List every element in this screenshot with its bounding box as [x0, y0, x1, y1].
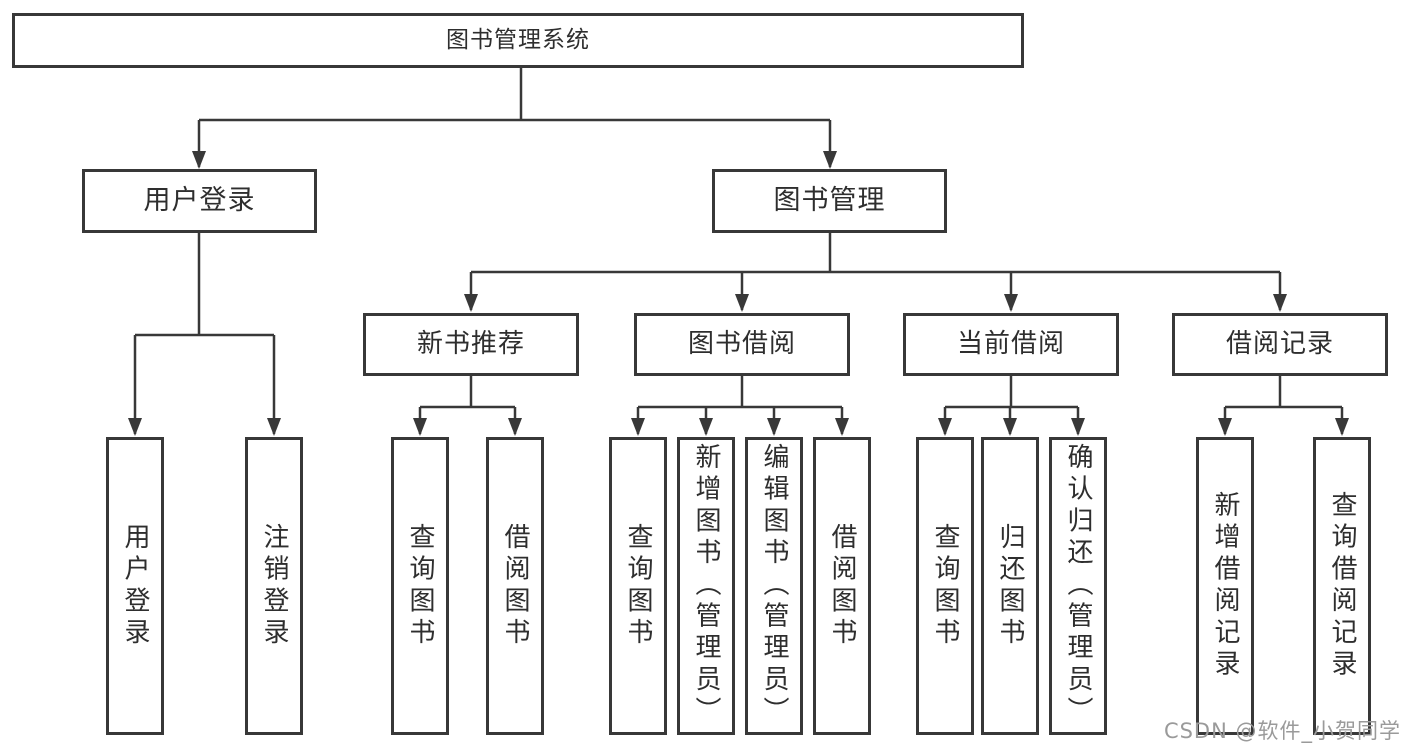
node-user-login-label: 用户登录 [143, 185, 256, 217]
leaf-query-books-current: 查询图书 [916, 437, 974, 735]
leaf-borrow-books-label: 借阅图书 [827, 522, 857, 650]
leaf-query-books-borrow-label: 查询图书 [623, 522, 653, 650]
leaf-borrow-books: 借阅图书 [813, 437, 871, 735]
leaf-logout-label: 注销登录 [259, 522, 289, 650]
leaf-confirm-return-admin: 确认归还（管理员） [1049, 437, 1107, 735]
node-new-book-recommend: 新书推荐 [363, 313, 579, 376]
leaf-add-borrow-record-label: 新增借阅记录 [1210, 490, 1240, 682]
node-current-borrow-label: 当前借阅 [956, 329, 1065, 360]
leaf-return-books-label: 归还图书 [995, 522, 1025, 650]
node-book-management-label: 图书管理 [773, 185, 886, 217]
leaf-add-borrow-record: 新增借阅记录 [1196, 437, 1254, 735]
leaf-query-books-current-label: 查询图书 [930, 522, 960, 650]
leaf-user-login: 用户登录 [106, 437, 164, 735]
leaf-query-books-borrow: 查询图书 [609, 437, 667, 735]
leaf-confirm-return-admin-label: 确认归还（管理员） [1063, 443, 1093, 729]
leaf-query-books-recommend-label: 查询图书 [405, 522, 435, 650]
node-user-login: 用户登录 [82, 169, 317, 233]
node-book-borrow-label: 图书借阅 [687, 329, 796, 360]
leaf-edit-book-admin-label: 编辑图书（管理员） [759, 443, 789, 729]
node-current-borrow: 当前借阅 [903, 313, 1119, 376]
csdn-watermark: CSDN @软件_小贺同学 [1163, 719, 1401, 743]
node-borrow-records-label: 借阅记录 [1225, 329, 1334, 360]
node-library-system: 图书管理系统 [12, 13, 1024, 68]
node-borrow-records: 借阅记录 [1172, 313, 1388, 376]
node-book-management: 图书管理 [712, 169, 947, 233]
leaf-add-book-admin: 新增图书（管理员） [677, 437, 735, 735]
leaf-edit-book-admin: 编辑图书（管理员） [745, 437, 803, 735]
node-book-borrow: 图书借阅 [634, 313, 850, 376]
leaf-user-login-label: 用户登录 [120, 522, 150, 650]
leaf-return-books: 归还图书 [981, 437, 1039, 735]
leaf-query-books-recommend: 查询图书 [391, 437, 449, 735]
leaf-query-borrow-record: 查询借阅记录 [1313, 437, 1371, 735]
leaf-borrow-books-recommend: 借阅图书 [486, 437, 544, 735]
leaf-borrow-books-recommend-label: 借阅图书 [500, 522, 530, 650]
node-new-book-recommend-label: 新书推荐 [416, 329, 525, 360]
leaf-add-book-admin-label: 新增图书（管理员） [691, 443, 721, 729]
leaf-query-borrow-record-label: 查询借阅记录 [1327, 490, 1357, 682]
leaf-logout: 注销登录 [245, 437, 303, 735]
node-library-system-label: 图书管理系统 [446, 26, 590, 53]
